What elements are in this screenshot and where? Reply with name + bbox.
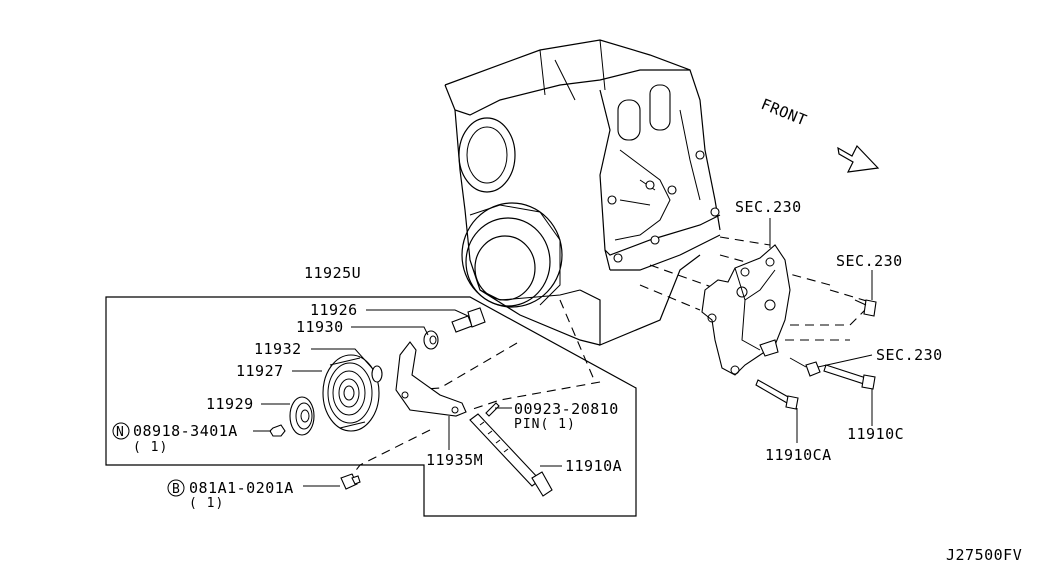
- label-nut-part: 08918-3401A: [133, 422, 238, 440]
- label-nut-qty: ( 1): [133, 440, 168, 455]
- ring-11932: [371, 365, 383, 383]
- label-rod: 11910A: [565, 457, 622, 475]
- bolt-081A1: [340, 473, 361, 490]
- label-bolt-part: 081A1-0201A: [189, 479, 294, 497]
- label-sec-right: SEC.230: [836, 252, 903, 270]
- bolt-symbol-circle: [167, 479, 185, 497]
- assembly-outline: [105, 296, 637, 517]
- bolt-sec230-right: [854, 299, 877, 317]
- bolt-11910CA: [755, 379, 799, 410]
- label-pin-part: 00923-20810: [514, 400, 619, 418]
- label-11926: 11926: [310, 301, 358, 319]
- label-pin-desc: PIN( 1): [514, 417, 576, 432]
- bolt-sec230-lower: [789, 357, 821, 377]
- label-sec-lower: SEC.230: [876, 346, 943, 364]
- front-direction-indicator: FRONT: [759, 95, 880, 173]
- bolt-11926: [451, 307, 486, 333]
- footer-code: J27500FV: [946, 546, 1022, 564]
- bracket-11935M: [395, 341, 467, 417]
- engine-block: [444, 39, 721, 346]
- rod-11910A: [469, 413, 553, 497]
- label-11932: 11932: [254, 340, 302, 358]
- leader-lines: [253, 218, 873, 487]
- front-label: FRONT: [759, 95, 810, 130]
- label-bolt-11910CA: 11910CA: [765, 446, 832, 464]
- bolt-symbol: B: [172, 482, 181, 497]
- label-bracket: 11935M: [426, 451, 483, 469]
- pulley-11927: [322, 354, 380, 432]
- label-bolt-qty: ( 1): [189, 496, 224, 511]
- front-arrow-icon: [837, 144, 880, 173]
- label-bolt-11910C: 11910C: [847, 425, 904, 443]
- pin-00923: [485, 402, 500, 417]
- label-11929: 11929: [206, 395, 254, 413]
- label-sec-top: SEC.230: [735, 198, 802, 216]
- alternator-bracket: [701, 244, 791, 376]
- nut-symbol: N: [116, 425, 125, 440]
- label-assembly: 11925U: [304, 264, 361, 282]
- nut-symbol-circle: [112, 422, 130, 440]
- bolt-11910C: [823, 364, 876, 390]
- nut-08918: [269, 424, 286, 437]
- spacer-11930: [423, 330, 439, 350]
- label-11927: 11927: [236, 362, 284, 380]
- label-11930: 11930: [296, 318, 344, 336]
- alignment-lines: [349, 236, 871, 479]
- washer-11929: [289, 396, 315, 436]
